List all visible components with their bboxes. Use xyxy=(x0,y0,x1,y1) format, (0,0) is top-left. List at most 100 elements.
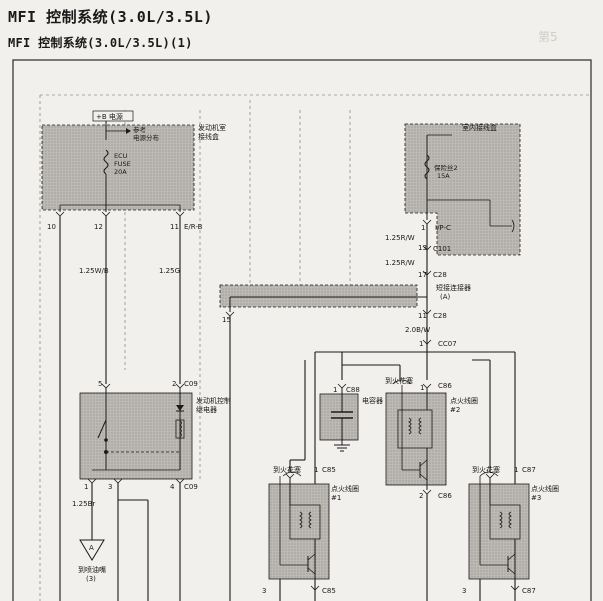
interior-fuse-2: 15A xyxy=(437,172,450,180)
schematic-path xyxy=(308,511,312,529)
coil1-conn-bot: C85 xyxy=(322,587,336,595)
coil3-name-2: #3 xyxy=(531,494,541,502)
c101-label: C101 xyxy=(433,245,451,253)
capacitor-conn: C88 xyxy=(346,386,360,394)
schematic-path xyxy=(175,478,185,484)
c28-bot-pin: 11 xyxy=(418,312,427,320)
coil1-primary-icon xyxy=(299,511,303,529)
schematic-path xyxy=(485,473,495,479)
schematic-path xyxy=(175,383,185,389)
ecu-fuse-icon xyxy=(103,149,109,175)
ignition-coil-2 xyxy=(385,379,447,490)
c09-pin-3: 3 xyxy=(108,483,112,491)
schematic-path xyxy=(310,585,320,591)
schematic-rect xyxy=(175,419,185,439)
coil3-conn-top: C87 xyxy=(522,466,536,474)
schematic-path xyxy=(510,585,520,591)
schematic-g xyxy=(91,483,181,601)
cc07-label: CC07 xyxy=(438,340,457,348)
interior-junction-box: 室内接线盒 保险丝2 15A xyxy=(404,123,521,256)
coil2-to-plug: 到火花塞 xyxy=(385,376,413,385)
schematic-path xyxy=(101,383,111,389)
cc07-pin: 1 xyxy=(419,340,423,348)
relay-switch-icon xyxy=(97,419,107,439)
schematic-path xyxy=(101,211,111,217)
pin-10: 10 xyxy=(47,223,56,231)
background-guides xyxy=(39,94,590,601)
engine-box-wires xyxy=(59,216,181,601)
pin-15: 15 xyxy=(222,316,231,324)
bleed-through-text: 第5 xyxy=(538,30,558,44)
wire-125wb: 1.25W/B xyxy=(79,267,109,275)
page-title: MFI 控制系统(3.0L/3.5L) xyxy=(8,8,213,26)
schematic-rect xyxy=(385,392,447,486)
pin-12: 12 xyxy=(94,223,103,231)
schematic-line xyxy=(507,567,516,575)
reference-label-2: (3) xyxy=(86,575,96,583)
schematic-rect xyxy=(41,124,195,211)
schematic-path xyxy=(282,471,302,477)
engine-control-relay xyxy=(79,388,193,480)
c09-pin-4: 4 xyxy=(170,483,175,491)
schematic-path xyxy=(113,478,123,484)
c09-pin-1: 1 xyxy=(84,483,88,491)
wire-20bw: 2.0B/W xyxy=(405,326,430,334)
c09-bot-label: C09 xyxy=(184,483,198,491)
schematic-polygon xyxy=(404,123,521,256)
coil3-name-1: 点火线圈 xyxy=(531,484,559,493)
coil3-primary-icon xyxy=(499,511,503,529)
schematic-rect xyxy=(219,284,418,308)
engine-box-name-2: 接线盒 xyxy=(198,132,219,141)
ecu-fuse-3: 20A xyxy=(114,168,127,176)
schematic-rect xyxy=(79,392,193,480)
coil1-pin-top: 1 xyxy=(314,466,318,474)
joint-sub: (A) xyxy=(440,293,451,301)
c09-top-label: C09 xyxy=(184,380,198,388)
ignition-coil-3 xyxy=(468,471,530,590)
pin-11: 11 xyxy=(170,223,179,231)
coil2-pin-top: 1 xyxy=(420,384,424,392)
ref-label-1: 参考 xyxy=(133,125,147,134)
schematic-path xyxy=(337,383,347,389)
schematic-rect xyxy=(268,483,330,580)
coil2-name-2: #2 xyxy=(450,406,460,414)
c09-pin-5: 5 xyxy=(98,380,102,388)
capacitor xyxy=(319,383,359,452)
ref-label-2: 电源分布 xyxy=(133,133,160,142)
schematic-path xyxy=(479,471,499,477)
schematic-rect xyxy=(468,483,530,580)
schematic-path xyxy=(422,489,432,495)
coil3-conn-bot: C87 xyxy=(522,587,536,595)
coil2-conn-bot: C86 xyxy=(438,492,452,500)
schematic-path xyxy=(422,309,432,315)
schematic-path xyxy=(422,270,432,276)
wire-125br: 1.25Br xyxy=(72,500,95,508)
capacitor-pin: 1 xyxy=(333,386,337,394)
coil2-primary-icon xyxy=(408,417,412,435)
relay-name-1: 发动机控制 xyxy=(196,396,231,405)
fuse2-icon xyxy=(424,154,430,180)
coil1-name-1: 点火线圈 xyxy=(331,484,359,493)
c28-bot-label: C28 xyxy=(433,312,447,320)
wire-125rw-a: 1.25R/W xyxy=(385,234,415,242)
schematic-line xyxy=(507,553,516,561)
schematic-path xyxy=(422,245,432,251)
interior-pin-1: 1 xyxy=(421,224,425,232)
coil2-conn-top: C86 xyxy=(438,382,452,390)
schematic-circle xyxy=(104,450,108,454)
ecu-fuse-1: ECU xyxy=(114,152,128,160)
ecu-fuse-2: FUSE xyxy=(114,160,131,168)
coil1-pin-bot: 3 xyxy=(262,587,266,595)
engine-room-junction-box: +B 电源 参考 电源分布 发动机室 接线盒 ECU FUSE 20A xyxy=(41,110,226,212)
coil3-pin-bot: 3 xyxy=(462,587,466,595)
schematic-path xyxy=(285,473,295,479)
schematic-line xyxy=(307,553,316,561)
c09-pin-2: 2 xyxy=(172,380,176,388)
schematic-rect xyxy=(489,504,521,540)
ignition-coil-1 xyxy=(268,471,330,590)
coil1-conn-top: C85 xyxy=(322,466,336,474)
c28-top-label: C28 xyxy=(433,271,447,279)
schematic-path xyxy=(87,478,97,484)
